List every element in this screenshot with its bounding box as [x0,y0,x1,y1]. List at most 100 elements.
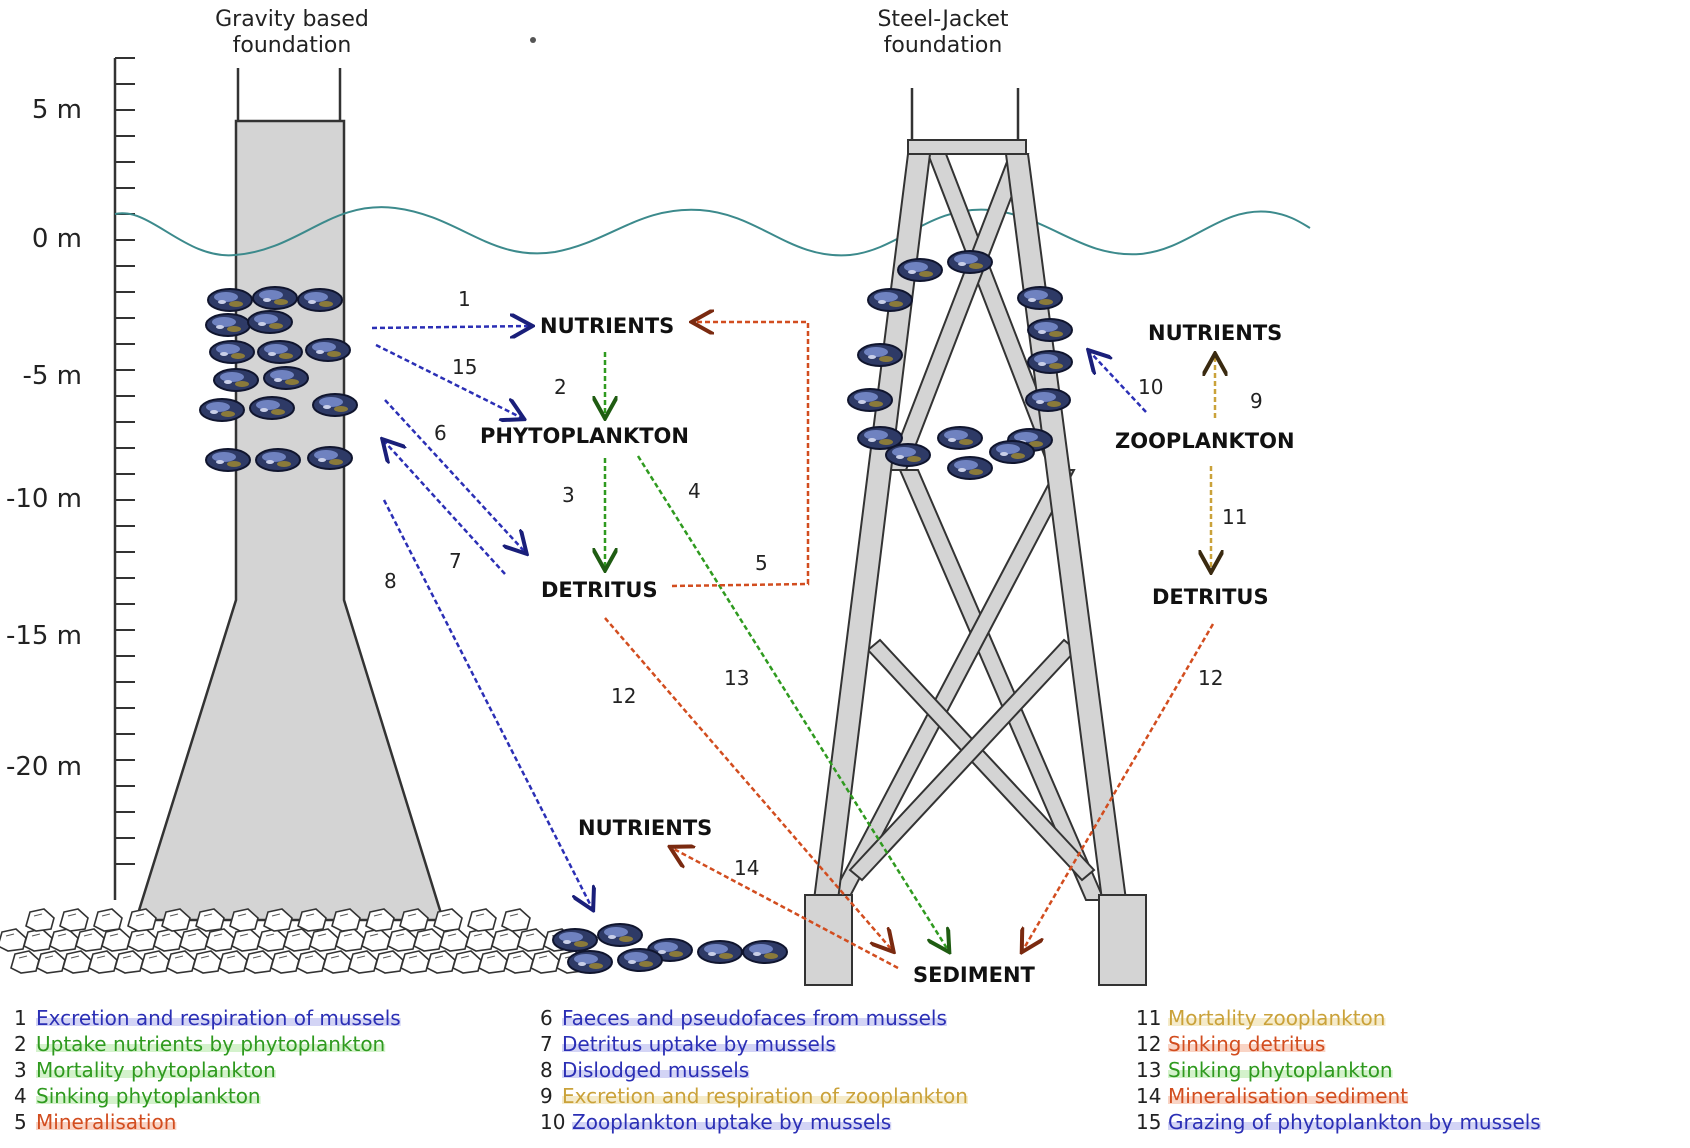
rock [49,928,79,952]
legend: 1 Excretion and respiration of mussels 2 Up… [14,1006,1541,1134]
arrow-1 [371,326,530,328]
depth-label-0m: 0 m [32,224,82,254]
mussel [897,258,943,282]
arrow-5 [671,322,810,588]
mussel [885,443,931,467]
node-nutrients-bottom: NUTRIENTS [578,816,712,840]
arrow-6 [384,399,525,552]
legend-highlight [562,1070,750,1078]
steel-jacket-foundation [804,88,1147,986]
rock [322,950,352,974]
arrow-12-left [604,617,892,950]
svg-text:foundation: foundation [233,33,352,58]
node-sediment: SEDIMENT [913,963,1036,987]
mussel [552,928,598,952]
legend-number: 3 [14,1058,27,1082]
rock [309,928,339,952]
rock [517,928,547,952]
node-nutrients-left: NUTRIENTS [540,314,674,338]
legend-number: 8 [540,1058,553,1082]
mussel [947,456,993,480]
arrow-number-15: 15 [452,355,477,379]
legend-highlight [36,1122,177,1130]
mussel [199,398,245,422]
rock [467,908,497,932]
mussel [597,923,643,947]
legend-number: 7 [540,1032,553,1056]
rock [62,950,92,974]
rock [0,928,27,952]
legend-highlight [572,1122,892,1130]
mussel [252,286,298,310]
mussel [989,440,1035,464]
legend-number: 1 [14,1006,27,1030]
legend-highlight [1168,1070,1393,1078]
mussel [937,426,983,450]
depth-label-minus5m: -5 m [22,361,82,391]
legend-highlight [36,1070,276,1078]
legend-number: 14 [1136,1084,1161,1108]
legend-text: Mortality phytoplankton [36,1058,276,1082]
arrow-8 [382,499,592,908]
legend-number: 15 [1136,1110,1161,1134]
mussel [1027,318,1073,342]
legend-text: Sinking phytoplankton [36,1084,261,1108]
legend-text: Sinking phytoplankton [1168,1058,1393,1082]
mussel [255,448,301,472]
arrow-number-12-right: 12 [1198,666,1223,690]
legend-text: Uptake nutrients by phytoplankton [36,1032,385,1056]
legend-highlight [562,1018,947,1026]
legend-text: Excretion and respiration of mussels [36,1006,401,1030]
arrow-number-5: 5 [755,551,768,575]
legend-text: Sinking detritus [1168,1032,1325,1056]
rock [426,950,456,974]
steel-jacket-foundation-title: Steel-Jacket foundation [877,7,1008,58]
rock [501,908,531,932]
arrow-14 [672,848,899,970]
rock [478,950,508,974]
legend-highlight [36,1096,261,1104]
arrow-number-6: 6 [434,421,447,445]
mussel [312,393,358,417]
rock [283,928,313,952]
arrow-number-labels: 1 15 2 6 3 4 5 7 8 12 13 14 10 9 11 12 [384,287,1263,880]
legend-item-1: 1 Excretion and respiration of mussels [14,1006,401,1030]
legend-number: 2 [14,1032,27,1056]
rock [140,950,170,974]
rock [465,928,495,952]
arrow-4-13 [636,455,948,950]
mussel [567,950,613,974]
arrow-15 [375,343,522,418]
mussel [205,313,251,337]
rock [88,950,118,974]
depth-label-minus20m: -20 m [6,752,82,782]
svg-text:Gravity based: Gravity based [215,7,369,32]
rock [504,950,534,974]
legend-highlight [1168,1122,1541,1130]
rock [23,928,53,952]
legend-item-2: 2 Uptake nutrients by phytoplankton [14,1032,386,1056]
legend-item-3: 3 Mortality phytoplankton [14,1058,276,1082]
rock [231,928,261,952]
legend-number: 9 [540,1084,553,1108]
legend-number: 13 [1136,1058,1161,1082]
rock [75,928,105,952]
legend-text: Excretion and respiration of zooplankton [562,1084,968,1108]
legend-text: Zooplankton uptake by mussels [572,1110,891,1134]
legend-text: Dislodged mussels [562,1058,749,1082]
mussel [205,448,251,472]
legend-highlight [36,1018,401,1026]
mussel [257,340,303,364]
arrow-number-9: 9 [1250,389,1263,413]
legend-highlight [1168,1044,1326,1052]
depth-label-minus10m: -10 m [6,484,82,514]
legend-highlight [1168,1096,1409,1104]
water-surface [114,206,1311,257]
legend-highlight [562,1044,836,1052]
seabed-rock-scour-protection [0,908,586,974]
legend-item-8: 8 Dislodged mussels [540,1058,750,1082]
legend-number: 4 [14,1084,27,1108]
